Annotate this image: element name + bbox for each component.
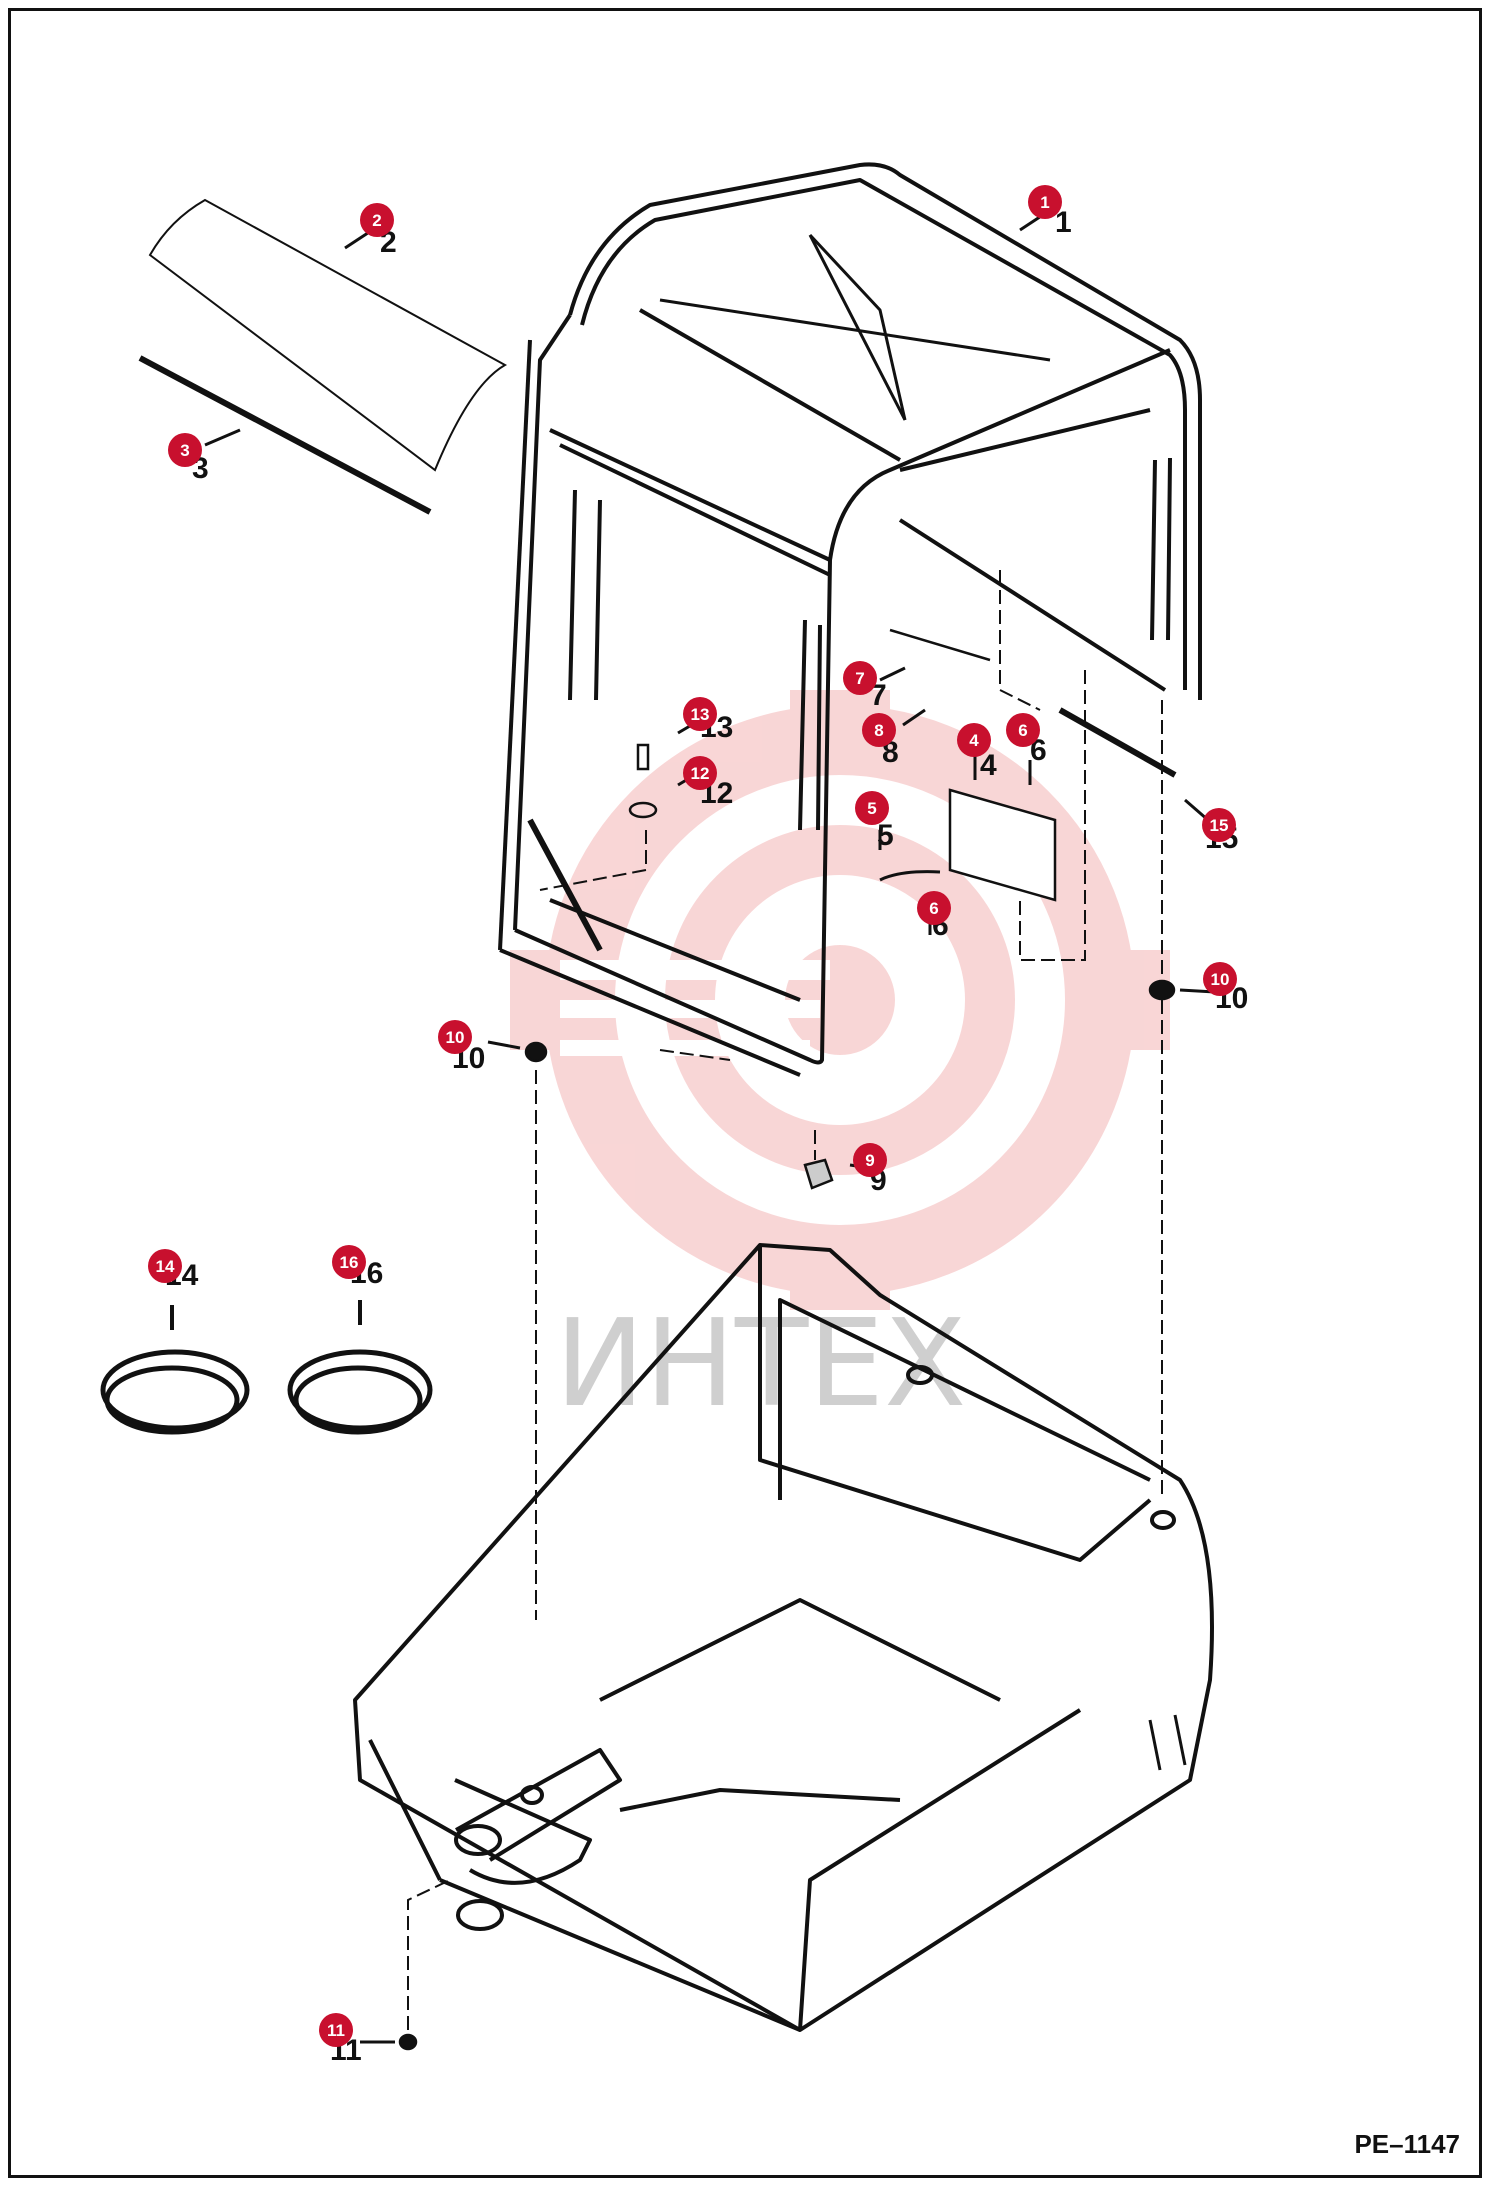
svg-text:5: 5 bbox=[867, 799, 876, 818]
svg-text:6: 6 bbox=[1018, 721, 1027, 740]
hardware bbox=[398, 628, 1177, 2051]
svg-text:8: 8 bbox=[874, 721, 883, 740]
machine-frame bbox=[353, 1243, 1214, 2032]
svg-text:1: 1 bbox=[1040, 193, 1049, 212]
svg-text:7: 7 bbox=[855, 669, 864, 688]
svg-text:16: 16 bbox=[340, 1253, 359, 1272]
callout-7: 7 bbox=[843, 661, 877, 695]
seal-coil-16 bbox=[287, 1300, 433, 1435]
svg-text:11: 11 bbox=[327, 2021, 345, 2040]
svg-text:9: 9 bbox=[865, 1151, 874, 1170]
callout-6a: 6 bbox=[1006, 713, 1040, 747]
callout-14: 14 bbox=[148, 1249, 182, 1283]
callout-9: 9 bbox=[853, 1143, 887, 1177]
callout-13: 13 bbox=[683, 697, 717, 731]
callout-12: 12 bbox=[683, 756, 717, 790]
svg-text:1: 1 bbox=[1055, 206, 1072, 239]
svg-text:15: 15 bbox=[1210, 816, 1229, 835]
callout-4: 4 bbox=[957, 723, 991, 757]
callout-1: 1 bbox=[1028, 185, 1062, 219]
svg-text:6: 6 bbox=[929, 899, 938, 918]
svg-text:4: 4 bbox=[969, 731, 979, 750]
callout-3: 3 bbox=[168, 433, 202, 467]
svg-text:10: 10 bbox=[446, 1028, 465, 1047]
callout-10b: 10 bbox=[1203, 962, 1237, 996]
callout-2: 2 bbox=[360, 203, 394, 237]
callout-15: 15 bbox=[1202, 808, 1236, 842]
svg-text:10: 10 bbox=[1211, 970, 1230, 989]
svg-text:2: 2 bbox=[372, 211, 381, 230]
callout-6b: 6 bbox=[917, 891, 951, 925]
diagram-code: PE–1147 bbox=[1354, 2129, 1460, 2159]
callout-10a: 10 bbox=[438, 1020, 472, 1054]
svg-text:3: 3 bbox=[180, 441, 189, 460]
callout-5: 5 bbox=[855, 791, 889, 825]
callout-8: 8 bbox=[862, 713, 896, 747]
svg-text:5: 5 bbox=[877, 819, 894, 852]
seal-coil-14 bbox=[100, 1305, 250, 1435]
svg-text:14: 14 bbox=[156, 1257, 175, 1276]
callouts: 1 2 3 4 5 6 6 7 8 9 10 10 11 12 13 14 15… bbox=[148, 185, 1237, 2047]
watermark-logo bbox=[510, 690, 1170, 1310]
callout-11: 11 bbox=[319, 2013, 353, 2047]
svg-text:12: 12 bbox=[691, 764, 710, 783]
cab-canopy bbox=[498, 162, 1202, 1077]
windshield-panel bbox=[138, 198, 508, 515]
svg-text:4: 4 bbox=[980, 749, 997, 782]
callout-16: 16 bbox=[332, 1245, 366, 1279]
svg-text:13: 13 bbox=[691, 705, 710, 724]
assembly-lines bbox=[407, 570, 1163, 2030]
